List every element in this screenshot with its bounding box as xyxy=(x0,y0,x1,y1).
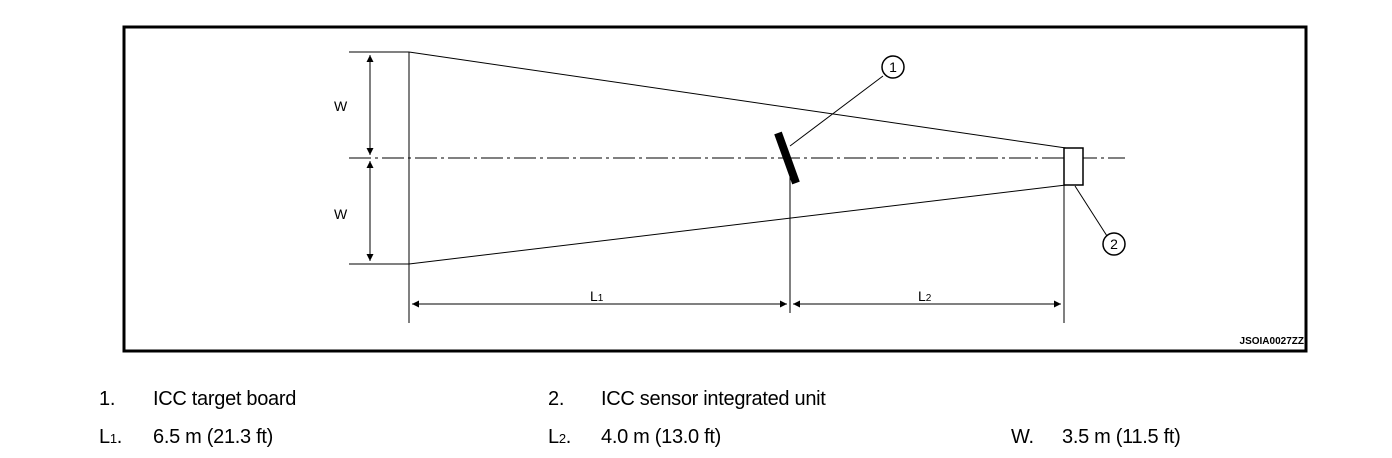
legend-item-l1: L1. 6.5 m (21.3 ft) xyxy=(99,426,273,449)
legend-text-l1: 6.5 m (21.3 ft) xyxy=(153,426,273,448)
legend-marker-l1: L1. xyxy=(99,426,123,448)
range-line-bottom xyxy=(408,184,1067,265)
range-line-top xyxy=(408,51,1067,149)
legend-marker-w: W. xyxy=(1011,426,1034,448)
diagram-frame xyxy=(122,25,1308,353)
callout-1-number: 1 xyxy=(889,59,897,75)
legend-item-2: 2. ICC sensor integrated unit xyxy=(548,388,826,411)
icc-target-board xyxy=(774,131,800,185)
w-top-label: W xyxy=(334,98,348,114)
callout-2-leader xyxy=(1074,185,1108,237)
callout-1-circle xyxy=(881,55,905,79)
legend-item-w: W. 3.5 m (11.5 ft) xyxy=(1011,426,1181,449)
legend-item-1: 1. ICC target board xyxy=(99,388,296,411)
w-bottom-label: W xyxy=(334,206,348,222)
callout-2-circle xyxy=(1102,232,1126,256)
legend-marker-2: 2. xyxy=(548,388,565,410)
legend-text-2: ICC sensor integrated unit xyxy=(601,388,826,410)
callout-1-leader xyxy=(789,75,884,147)
legend-text-1: ICC target board xyxy=(153,388,297,410)
legend-text-l2: 4.0 m (13.0 ft) xyxy=(601,426,721,448)
legend-marker-1: 1. xyxy=(99,388,116,410)
callout-2-number: 2 xyxy=(1110,236,1118,252)
icc-sensor-unit xyxy=(1063,147,1084,186)
legend-item-l2: L2. 4.0 m (13.0 ft) xyxy=(548,426,721,449)
legend-text-w: 3.5 m (11.5 ft) xyxy=(1062,426,1181,448)
l1-label: L1 xyxy=(590,288,604,304)
figure-code: JSOIA0027ZZ xyxy=(1240,336,1304,347)
l2-label: L2 xyxy=(918,288,932,304)
legend-marker-l2: L2. xyxy=(548,426,572,448)
